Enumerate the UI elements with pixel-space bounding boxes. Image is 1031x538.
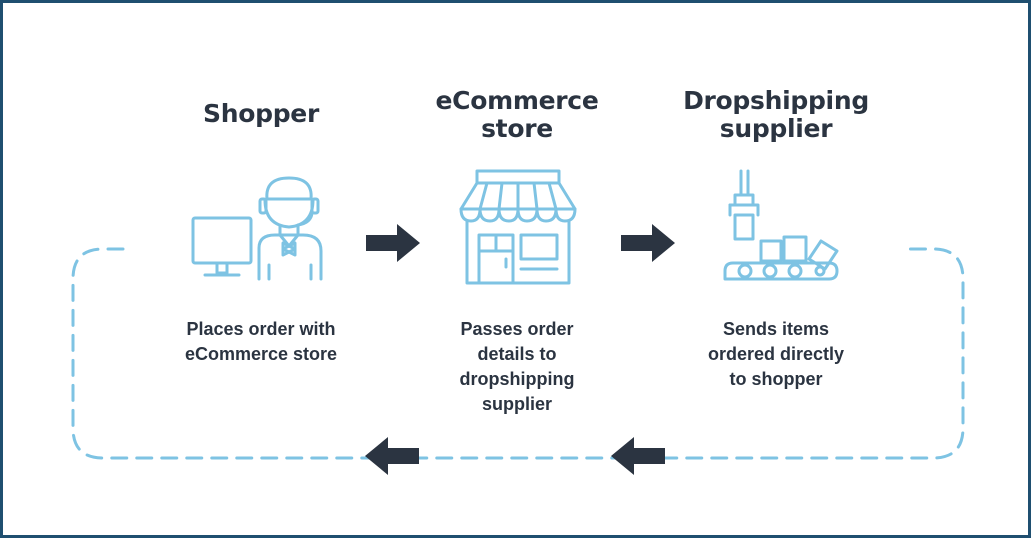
step-2-title: eCommerce store [435, 86, 599, 143]
return-loop-path [71, 247, 965, 460]
step-3-title: Dropshipping supplier [683, 86, 869, 143]
step-3-description: Sends items ordered directly to shopper [707, 319, 845, 389]
conveyor-belt-icon [723, 169, 839, 281]
shopper-computer-icon [191, 176, 323, 281]
storefront-icon [459, 169, 577, 285]
step-1-title: Shopper [203, 99, 319, 128]
arrow-left-2-icon [365, 437, 419, 475]
arrow-left-1-icon [611, 437, 665, 475]
step-1-description: Places order with eCommerce store [184, 319, 338, 364]
arrows-layer [365, 224, 675, 475]
arrow-right-2-icon [621, 224, 675, 262]
step-2-description: Passes order details to dropshipping sup… [459, 319, 575, 414]
icons-layer [191, 169, 839, 285]
arrow-right-1-icon [366, 224, 420, 262]
